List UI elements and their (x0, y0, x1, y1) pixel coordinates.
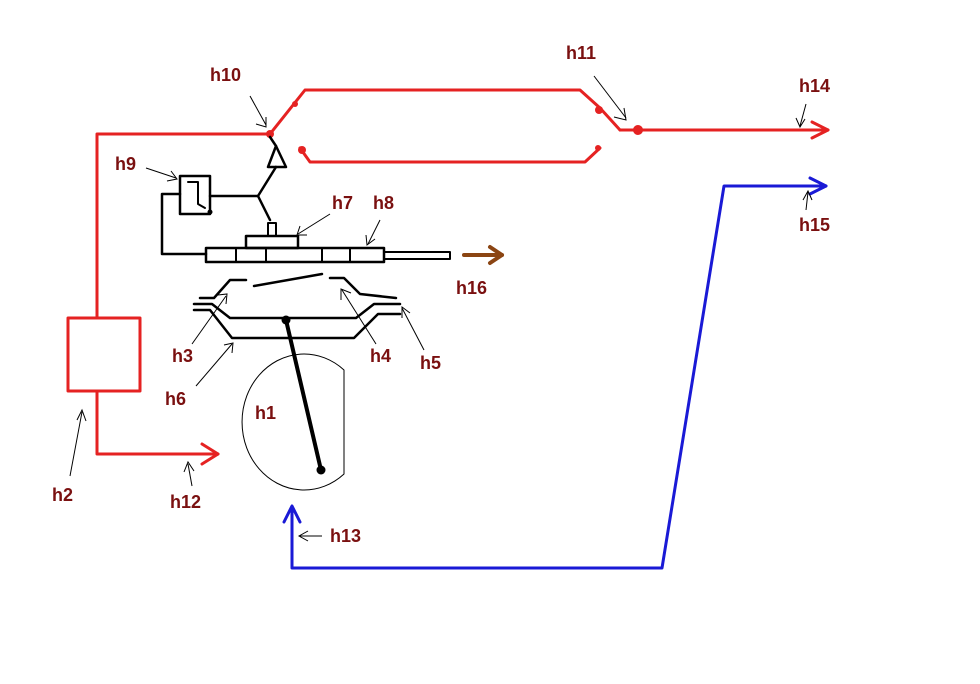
label-h10: h10 (210, 65, 241, 85)
leader-h8-head (365, 234, 376, 246)
lever-arm (284, 318, 323, 472)
block-h7 (244, 234, 300, 250)
contact-upper-right (328, 276, 398, 300)
blue-piping (282, 176, 828, 570)
leader-h11 (593, 75, 627, 119)
label-h5: h5 (420, 353, 441, 373)
leader-h15-head (802, 189, 813, 201)
red-node-upper-left (292, 101, 298, 107)
red-upper-branch (268, 88, 622, 136)
leader-h7-head (296, 225, 307, 236)
leader-h4-head (340, 288, 352, 300)
wire-h9-to-rod (160, 192, 208, 256)
contact-upper-bridge (252, 272, 324, 288)
red-line-box-to-h12 (95, 390, 220, 456)
label-h11: h11 (566, 43, 596, 63)
leader-h13-head (297, 530, 309, 542)
leader-h14-head (795, 117, 806, 129)
red-lower-branch (298, 146, 602, 164)
lever-pivot (281, 315, 291, 325)
leader-h6-head (223, 342, 234, 354)
leader-h11-head (613, 107, 627, 121)
red-node-outlet (633, 125, 643, 135)
red-node-upper-right (595, 106, 603, 114)
drum-h1 (241, 353, 345, 491)
valve-triangle (266, 144, 288, 169)
wire-h5 (192, 302, 402, 320)
labels: h1 h2 h3 h4 h5 h6 h7 h8 h9 h10 h11 h12 h… (52, 43, 830, 546)
black-mechanism (160, 135, 451, 491)
label-h9: h9 (115, 154, 136, 174)
leader-h5-head (401, 306, 411, 318)
leader-h7 (297, 213, 331, 235)
brown-arrow-h16 (462, 245, 504, 265)
leader-h3 (191, 295, 227, 345)
black-nodes (207, 209, 326, 475)
red-line-box-to-junction (95, 132, 272, 320)
red-outlet-arrowhead (810, 120, 830, 140)
label-h7: h7 (332, 193, 353, 213)
label-h12: h12 (170, 492, 201, 512)
leader-h5 (401, 307, 425, 351)
leader-lines (69, 75, 813, 542)
linkage-joint (207, 209, 213, 215)
block-h7-cap (267, 222, 277, 237)
red-h12-arrowhead (200, 442, 220, 466)
wire-h6 (192, 308, 402, 340)
label-h6: h6 (165, 389, 186, 409)
leader-h8 (367, 219, 381, 245)
label-h1: h1 (255, 403, 276, 423)
label-h16: h16 (456, 278, 487, 298)
red-node-lower-left (298, 146, 306, 154)
label-h2: h2 (52, 485, 73, 505)
label-h4: h4 (370, 346, 391, 366)
leader-h10 (249, 95, 267, 126)
leader-h9 (145, 167, 177, 179)
red-node-lower-right (595, 145, 601, 151)
leader-h12-head (183, 460, 195, 473)
leader-h2-head (76, 408, 87, 422)
blue-h13-arrowhead (282, 504, 302, 524)
blue-h15-arrowhead (808, 176, 828, 196)
device-h9-switch (187, 181, 206, 209)
leader-h4 (341, 289, 377, 345)
rod-h8 (204, 246, 386, 264)
lever-end (316, 465, 326, 475)
label-h13: h13 (330, 526, 361, 546)
label-h15: h15 (799, 215, 830, 235)
label-h8: h8 (373, 193, 394, 213)
red-box-h2 (66, 316, 142, 393)
contact-upper-left (198, 278, 248, 300)
label-h3: h3 (172, 346, 193, 366)
brown-arrow-head (488, 245, 504, 265)
rod-h8-extension (383, 251, 451, 260)
valve-stem (268, 135, 278, 148)
leader-h6 (195, 343, 233, 387)
label-h14: h14 (799, 76, 830, 96)
red-node-h10 (266, 130, 274, 138)
leader-h15 (805, 191, 809, 211)
leader-h9-head (166, 170, 178, 182)
leader-h14 (799, 103, 807, 127)
leader-h3-head (217, 293, 228, 305)
leader-h10-head (255, 117, 267, 128)
leader-h2 (69, 411, 83, 477)
leader-h12 (187, 463, 193, 487)
blue-main-line (290, 184, 828, 570)
linkage-y-left (256, 165, 278, 222)
red-nodes (266, 101, 643, 154)
